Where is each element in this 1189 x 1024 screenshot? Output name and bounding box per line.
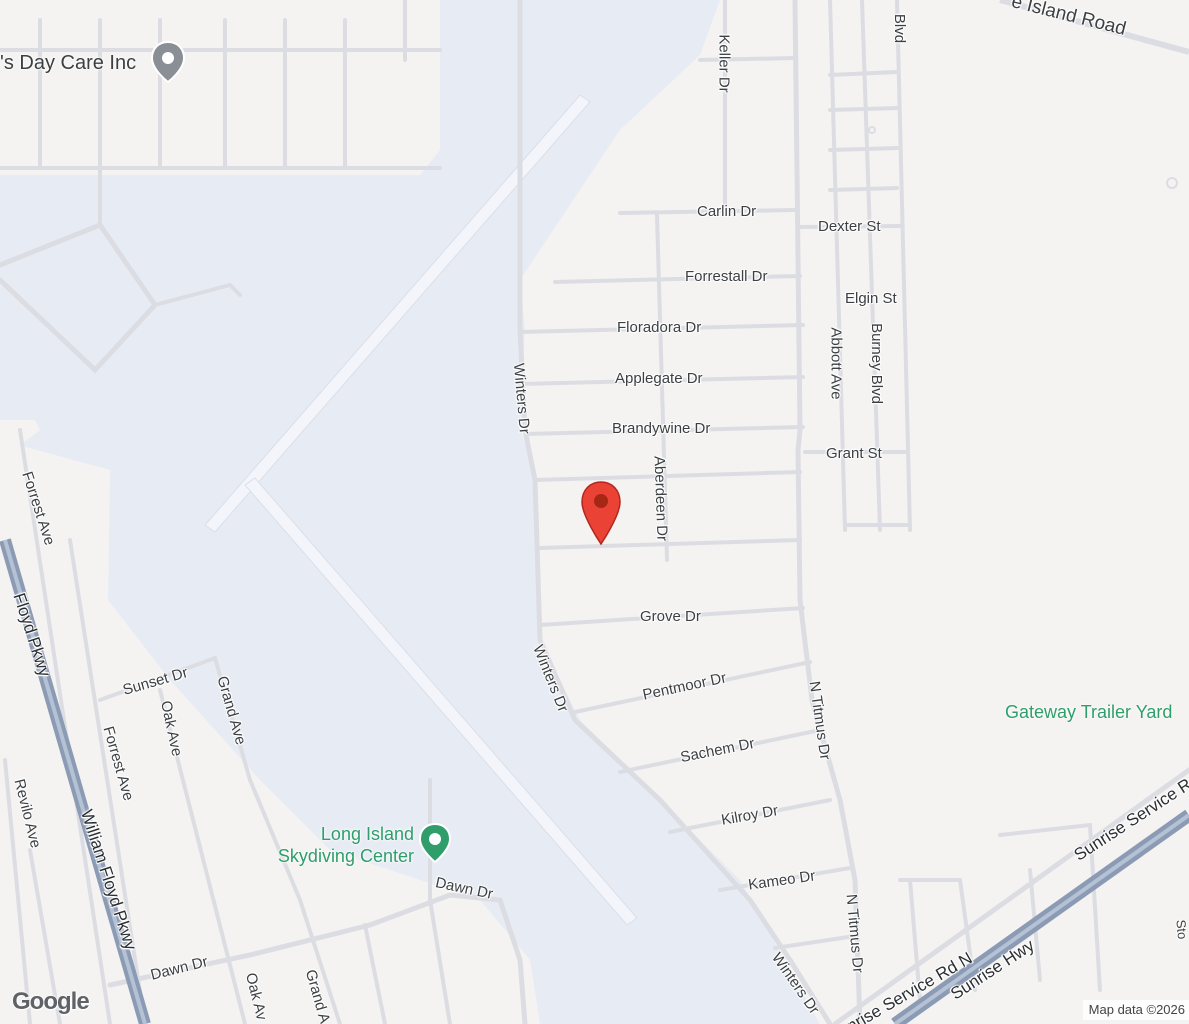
green-place-pin-icon[interactable] xyxy=(418,822,452,864)
street-label-elgin: Elgin St xyxy=(845,290,897,307)
street-label-blvd-top: Blvd xyxy=(891,13,909,44)
residential-area-west xyxy=(0,440,540,1024)
poi-day-care[interactable]: 's Day Care Inc xyxy=(0,52,136,74)
poi-gateway-trailer-yard[interactable]: Gateway Trailer Yard xyxy=(1005,701,1172,723)
street-label-dexter: Dexter St xyxy=(818,218,881,235)
red-location-pin-icon[interactable] xyxy=(580,480,622,548)
island-road xyxy=(999,0,1189,55)
street-label-burney: Burney Blvd xyxy=(867,323,885,404)
street-label-brandywine: Brandywine Dr xyxy=(612,420,711,437)
poi-skydiving-line2: Skydiving Center xyxy=(277,846,414,866)
street-label-forrestall: Forrestall Dr xyxy=(685,268,768,285)
runway-cross xyxy=(244,477,638,926)
street-label-floradora: Floradora Dr xyxy=(617,319,702,336)
street-label-aberdeen: Aberdeen Dr xyxy=(650,455,671,542)
poi-gateway-label: Gateway Trailer Yard xyxy=(1005,702,1173,722)
runway-main xyxy=(204,94,591,533)
residential-area-north xyxy=(0,0,440,175)
poi-skydiving-center[interactable]: Long Island Skydiving Center xyxy=(258,823,414,867)
street-label-grove: Grove Dr xyxy=(640,608,701,625)
street-label-grant: Grant St xyxy=(826,445,882,462)
poi-skydiving-line1: Long Island xyxy=(320,824,414,844)
street-label-applegate: Applegate Dr xyxy=(615,370,703,387)
street-label-stray: Sto xyxy=(1173,919,1189,940)
street-label-carlin: Carlin Dr xyxy=(697,203,757,220)
google-logo[interactable]: Google xyxy=(12,988,90,1015)
poi-day-care-label: 's Day Care Inc xyxy=(0,52,137,74)
gray-place-pin-icon[interactable] xyxy=(150,40,186,84)
map-attribution[interactable]: Map data ©2026 xyxy=(1082,1000,1189,1020)
street-label-keller: Keller Dr xyxy=(715,34,733,93)
street-label-abbott: Abbott Ave xyxy=(827,327,845,400)
